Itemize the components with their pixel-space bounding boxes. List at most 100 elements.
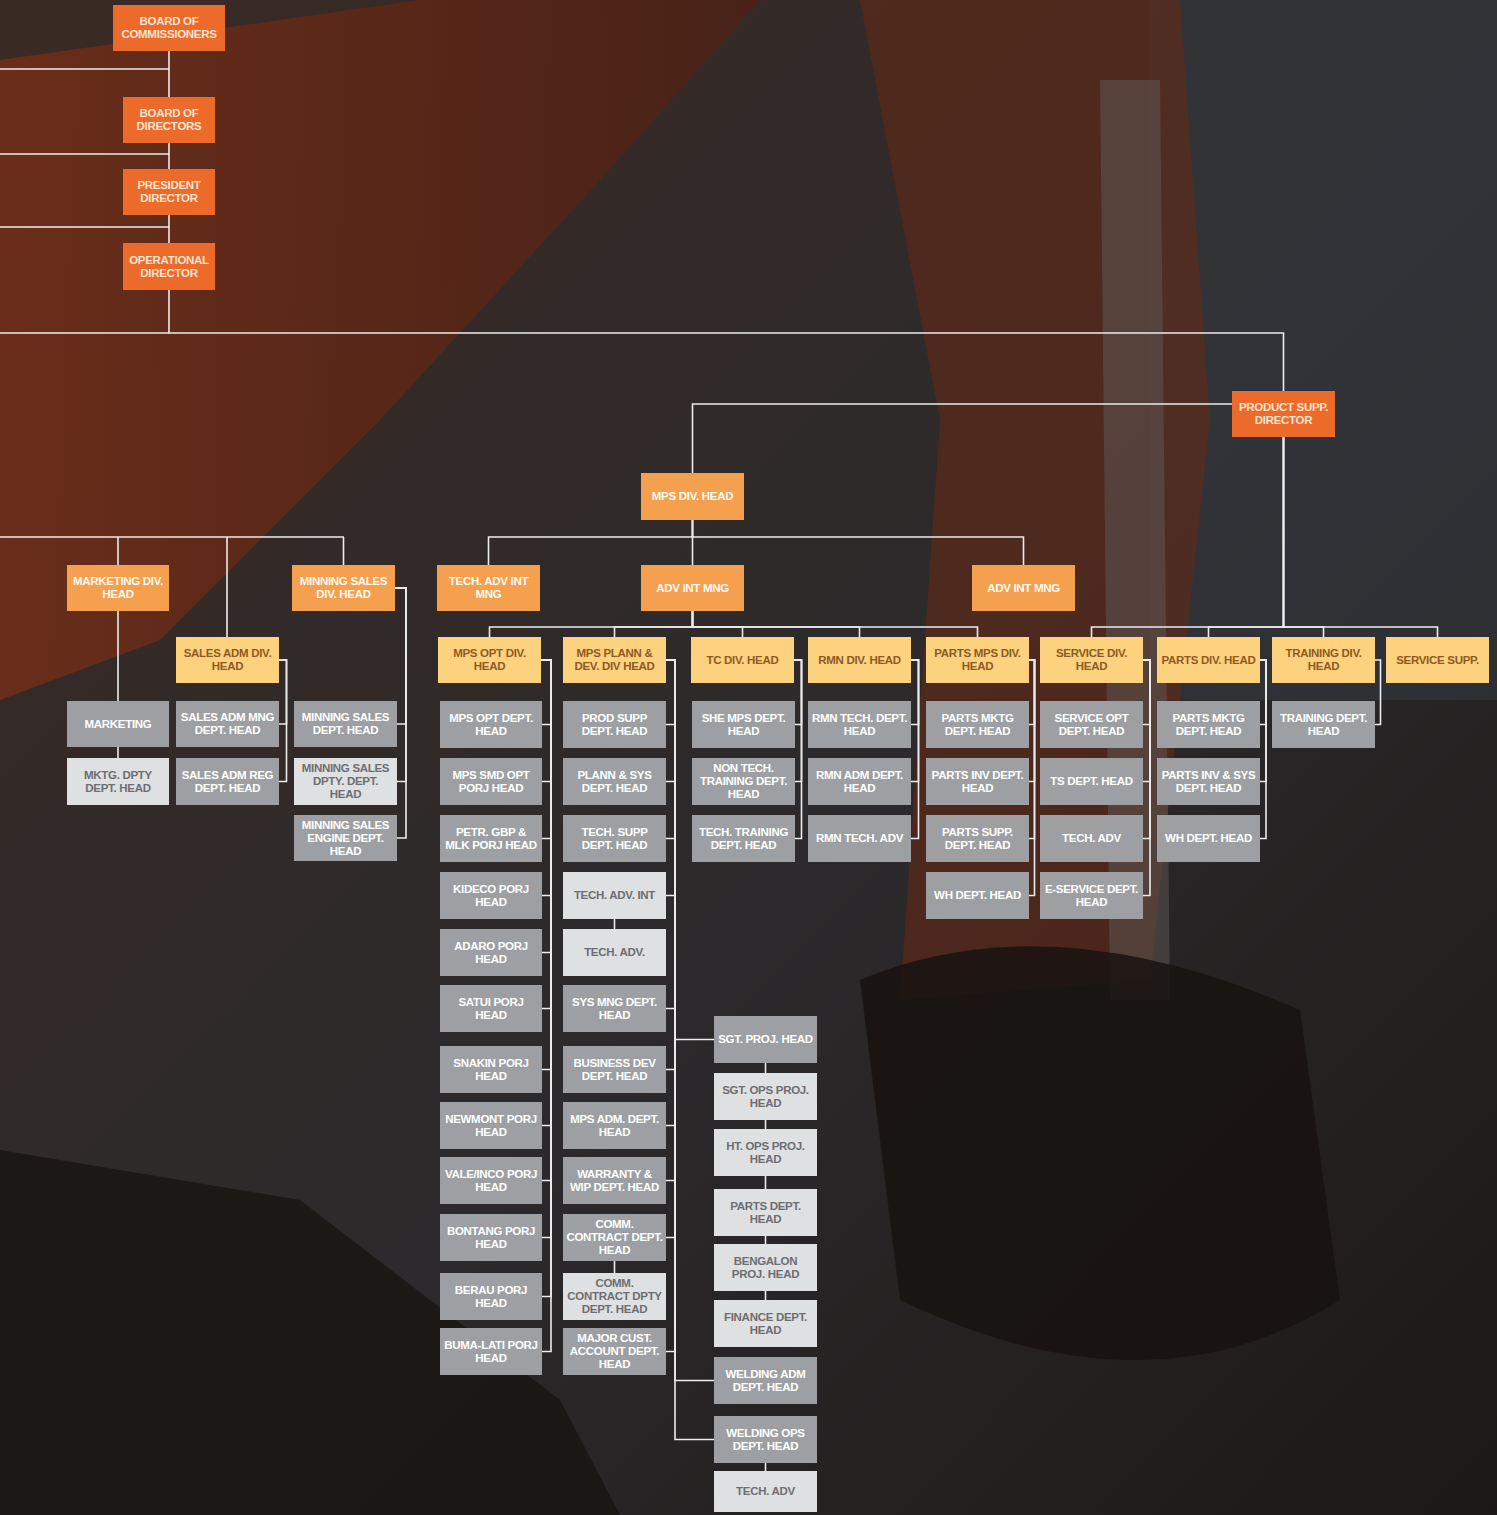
ground <box>0 1150 620 1515</box>
org-box: TS DEPT. HEAD <box>1040 758 1143 805</box>
box-label: SALES ADM MNG DEPT. HEAD <box>179 711 276 737</box>
org-box: MPS SMD OPT PORJ HEAD <box>440 758 542 805</box>
box-label: MINNING SALES DPTY. DEPT. HEAD <box>297 762 394 801</box>
box-label: NON TECH. TRAINING DEPT. HEAD <box>695 762 792 801</box>
box-label: PLANN & SYS DEPT. HEAD <box>566 769 663 795</box>
connector <box>693 611 978 637</box>
box-label: TRAINING DIV. HEAD <box>1275 647 1372 673</box>
box-label: VALE/INCO PORJ HEAD <box>443 1168 539 1194</box>
box-label: MAJOR CUST. ACCOUNT DEPT. HEAD <box>566 1332 663 1371</box>
box-label: TC DIV. HEAD <box>706 654 778 667</box>
box-label: PARTS MKTG DEPT. HEAD <box>929 712 1026 738</box>
org-box: NON TECH. TRAINING DEPT. HEAD <box>692 758 795 805</box>
org-box: SGT. OPS PROJ. HEAD <box>714 1073 817 1120</box>
org-box: SNAKIN PORJ HEAD <box>440 1046 542 1093</box>
connector <box>168 143 170 169</box>
box-label: MARKETING DIV. HEAD <box>70 575 166 601</box>
box-label: SGT. OPS PROJ. HEAD <box>717 1084 814 1110</box>
box-label: SALES ADM REG DEPT. HEAD <box>179 769 276 795</box>
org-box: SERVICE SUPP. <box>1386 637 1489 683</box>
org-box: TECH. ADV. INT <box>563 872 666 919</box>
box-label: PARTS MKTG DEPT. HEAD <box>1160 712 1257 738</box>
org-box: MINNING SALES DIV. HEAD <box>292 565 395 611</box>
box-label: WH DEPT. HEAD <box>1165 832 1252 845</box>
connector <box>1029 660 1035 839</box>
box-label: SALES ADM DIV. HEAD <box>179 647 276 673</box>
box-label: FINANCE DEPT. HEAD <box>717 1311 814 1337</box>
connector <box>765 1236 767 1244</box>
connector <box>765 1463 767 1471</box>
org-box: PETR. GBP & MLK PORJ HEAD <box>440 815 542 862</box>
box-label: ADARO PORJ HEAD <box>443 940 539 966</box>
connector <box>1284 437 1438 637</box>
box-label: ADV INT MNG <box>656 582 729 595</box>
offpage-drop <box>343 537 345 565</box>
org-box: SERVICE DIV. HEAD <box>1040 637 1143 683</box>
connector <box>1209 437 1284 637</box>
connector <box>666 660 675 1070</box>
box-label: MPS PLANN & DEV. DIV HEAD <box>566 647 663 673</box>
box-label: MPS OPT DIV. HEAD <box>441 647 538 673</box>
org-box: RMN DIV. HEAD <box>808 637 911 683</box>
connector <box>765 1120 767 1129</box>
org-box: MPS DIV. HEAD <box>641 473 744 520</box>
connector <box>765 1176 767 1189</box>
connector <box>279 660 287 782</box>
org-box: SALES ADM REG DEPT. HEAD <box>176 758 279 805</box>
org-box: PARTS SUPP. DEPT. HEAD <box>926 815 1029 862</box>
org-box: MAJOR CUST. ACCOUNT DEPT. HEAD <box>563 1328 666 1375</box>
connector <box>541 660 551 1009</box>
connector <box>117 747 119 758</box>
connector <box>1029 660 1035 896</box>
connector <box>693 404 1233 473</box>
org-box: E-SERVICE DEPT. HEAD <box>1040 872 1143 919</box>
box-label: PARTS SUPP. DEPT. HEAD <box>929 826 1026 852</box>
box-label: BENGALON PROJ. HEAD <box>717 1255 814 1281</box>
org-box: WARRANTY & WIP DEPT. HEAD <box>563 1157 666 1204</box>
org-box: MPS ADM. DEPT. HEAD <box>563 1102 666 1149</box>
connector <box>693 611 743 637</box>
box-label: TECH. SUPP DEPT. HEAD <box>566 826 663 852</box>
org-box: BOARD OF DIRECTORS <box>123 97 215 143</box>
connector <box>614 1261 616 1273</box>
box-label: PETR. GBP & MLK PORJ HEAD <box>443 826 539 852</box>
connector <box>1092 437 1284 637</box>
connector <box>1375 660 1381 725</box>
box-label: E-SERVICE DEPT. HEAD <box>1043 883 1140 909</box>
org-box: SALES ADM MNG DEPT. HEAD <box>176 701 279 747</box>
connector <box>1260 660 1266 839</box>
org-box: BERAU PORJ HEAD <box>440 1273 542 1320</box>
org-box: COMM. CONTRACT DPTY DEPT. HEAD <box>563 1273 666 1320</box>
org-box: RMN TECH. ADV <box>808 815 911 862</box>
org-box: NEWMONT PORJ HEAD <box>440 1102 542 1149</box>
connector <box>1029 660 1035 782</box>
box-label: RMN DIV. HEAD <box>818 654 901 667</box>
connector <box>1143 660 1150 896</box>
offpage-line <box>0 226 169 228</box>
offpage-bus <box>0 536 344 538</box>
box-label: ADV INT MNG <box>987 582 1060 595</box>
box-label: SERVICE SUPP. <box>1396 654 1479 667</box>
connector <box>541 660 551 1297</box>
connector <box>541 660 551 896</box>
org-box: WH DEPT. HEAD <box>1157 815 1260 862</box>
org-box: PARTS MKTG DEPT. HEAD <box>1157 701 1260 748</box>
box-label: MINNING SALES DIV. HEAD <box>295 575 392 601</box>
box-label: MPS ADM. DEPT. HEAD <box>566 1113 663 1139</box>
excavator-bucket <box>860 946 1340 1360</box>
box-label: OPERATIONAL DIRECTOR <box>126 254 212 280</box>
org-box: PARTS DIV. HEAD <box>1157 637 1260 683</box>
org-box: BUSINESS DEV DEPT. HEAD <box>563 1046 666 1093</box>
box-label: MPS SMD OPT PORJ HEAD <box>443 769 539 795</box>
box-label: PRESIDENT DIRECTOR <box>126 179 212 205</box>
connector <box>666 660 675 1238</box>
connector <box>395 588 406 782</box>
connector <box>666 660 675 1126</box>
box-label: MARKETING <box>85 718 152 731</box>
connector <box>615 611 693 637</box>
offpage-drop <box>226 537 228 637</box>
org-box: BUMA-LATI PORJ HEAD <box>440 1328 542 1375</box>
connector <box>541 660 551 839</box>
org-box: SYS MNG DEPT. HEAD <box>563 985 666 1032</box>
org-box: HT. OPS PROJ. HEAD <box>714 1129 817 1176</box>
